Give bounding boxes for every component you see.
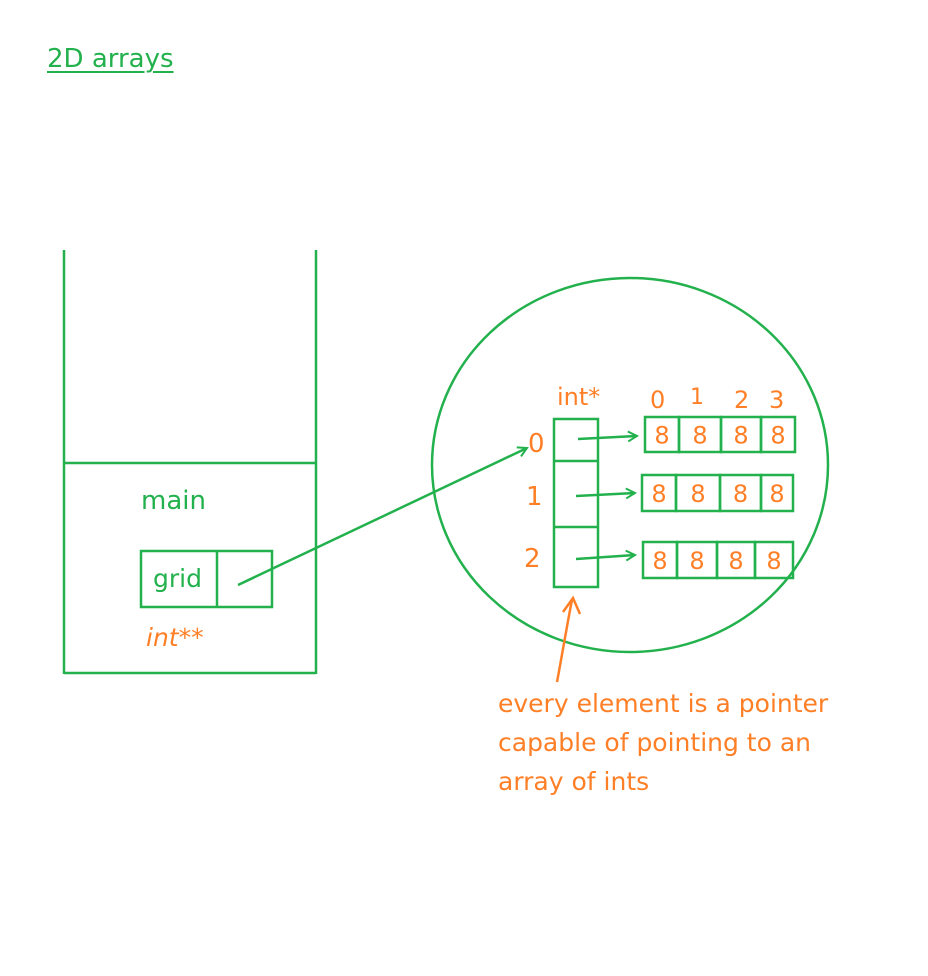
- int-cell: [759, 415, 797, 454]
- int-cell-value: 8: [692, 422, 707, 450]
- grid-variable-box: [139, 549, 274, 609]
- int-cell-value: 8: [651, 480, 666, 508]
- int-cell-value: 8: [733, 480, 748, 508]
- annotation-line: array of ints: [498, 767, 650, 796]
- row-index-0: 0: [528, 429, 545, 459]
- column-index-2: 2: [734, 386, 749, 414]
- int-cell-value: 8: [654, 422, 669, 450]
- column-index-3: 3: [769, 386, 784, 414]
- int-cell-value: 8: [728, 547, 743, 575]
- row-pointer-arrow-2: [575, 555, 635, 559]
- int-cell: [759, 473, 795, 513]
- int-cell-value: 8: [733, 422, 748, 450]
- grid-variable: grid: [139, 549, 274, 609]
- column-index-0: 0: [650, 386, 665, 414]
- grid-pointer-arrow: [237, 448, 527, 587]
- row-pointer-arrow-0: [577, 436, 637, 439]
- annotation-line: every element is a pointer: [498, 689, 829, 718]
- diagram-title: 2D arrays: [47, 44, 174, 74]
- annotation-note: every element is a pointer capable of po…: [498, 684, 878, 801]
- pointer-array: int* 0 1 2: [524, 383, 600, 589]
- column-indices: 0 1 2 3: [650, 385, 784, 414]
- row-index-2: 2: [524, 544, 541, 574]
- pointer-array-type: int*: [557, 383, 600, 411]
- stack: main grid int**: [62, 250, 318, 675]
- int-cell-value: 8: [769, 480, 784, 508]
- column-index-1: 1: [690, 385, 704, 410]
- annotation-line: capable of pointing to an: [498, 728, 812, 757]
- grid-variable-type: int**: [146, 623, 204, 652]
- int-cell-value: 8: [766, 547, 781, 575]
- int-cell-value: 8: [770, 422, 785, 450]
- frame-label: main: [141, 486, 206, 516]
- int-cell-value: 8: [689, 547, 704, 575]
- int-cell-value: 8: [652, 547, 667, 575]
- row-pointer-arrow-1: [575, 493, 635, 496]
- int-cell: [753, 540, 795, 580]
- pointer-array-box: [552, 417, 600, 589]
- heap-circle: [430, 276, 830, 654]
- int-cell-value: 8: [690, 480, 705, 508]
- row-index-1: 1: [526, 482, 543, 512]
- grid-variable-name: grid: [153, 564, 202, 593]
